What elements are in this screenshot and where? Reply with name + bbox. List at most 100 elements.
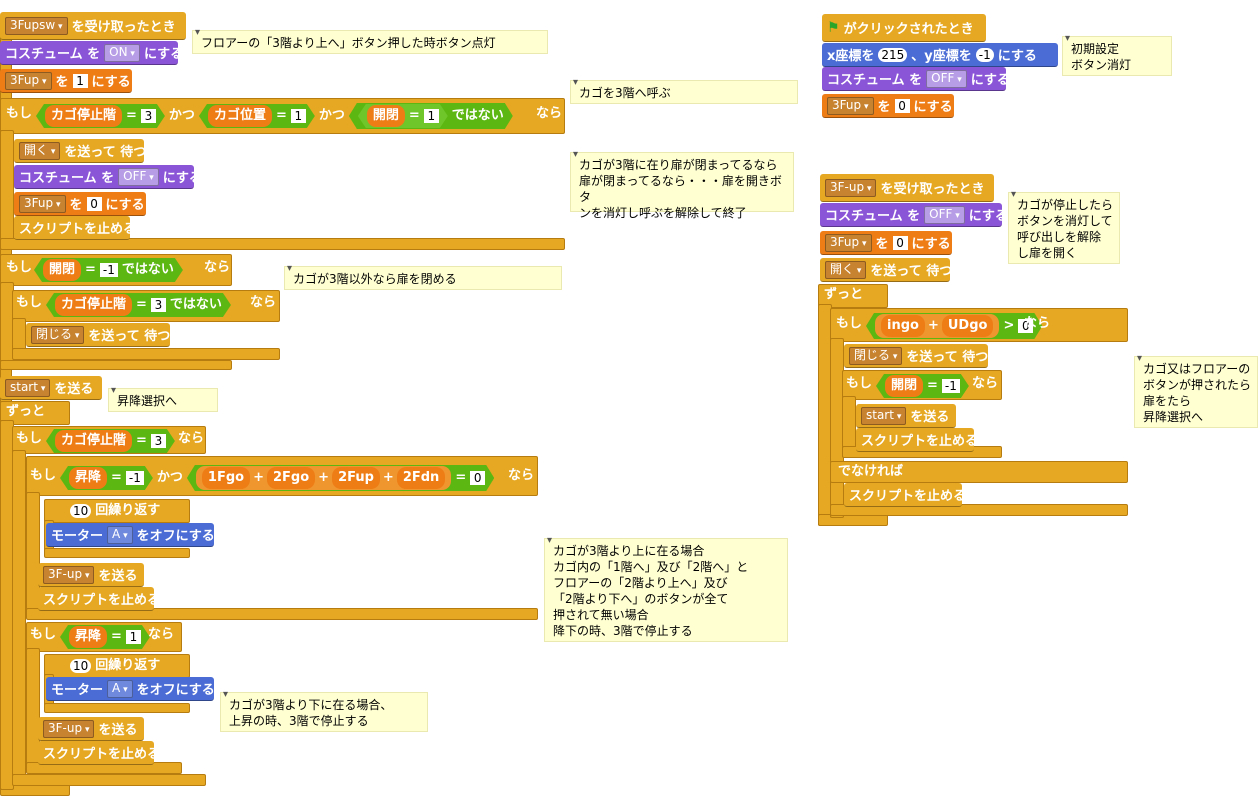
value-input[interactable]: 0 xyxy=(470,471,485,485)
y-input[interactable]: -1 xyxy=(975,47,994,62)
value-input[interactable]: 1 xyxy=(291,109,306,123)
value-input[interactable]: -1 xyxy=(100,263,118,277)
broadcast-wait-block[interactable]: 閉じる を送って 待つ xyxy=(26,323,170,347)
value-input[interactable]: 1 xyxy=(72,73,88,88)
comment-note[interactable]: カゴが3階より上に在る場合 カゴ内の「1階へ」及び「2階へ」と フロアーの「2階… xyxy=(544,533,788,642)
repeat-count[interactable]: 10 xyxy=(70,504,92,518)
when-receive-hat[interactable]: 3F-up を受け取ったとき xyxy=(820,174,994,202)
message-dropdown[interactable]: 3Fupsw xyxy=(5,16,68,35)
reporter-kago-ichi[interactable]: カゴ位置 xyxy=(208,105,272,127)
value-input[interactable]: 0 xyxy=(86,196,102,211)
costume-dropdown[interactable]: OFF xyxy=(926,69,967,88)
repeat-block[interactable]: 10 回繰り返す xyxy=(70,656,160,676)
value-input[interactable]: 3 xyxy=(141,109,156,123)
repeat-count[interactable]: 10 xyxy=(70,659,92,673)
comment-note[interactable]: カゴが停止したら ボタンを消灯して 呼び出しを解除 し扉を開く xyxy=(1008,187,1120,264)
switch-costume-block[interactable]: コスチューム を OFF にする xyxy=(820,203,1008,227)
message-dropdown[interactable]: 閉じる xyxy=(849,346,903,365)
stop-script-block[interactable]: スクリプトを止める xyxy=(856,428,978,452)
stop-script-block[interactable]: スクリプトを止める xyxy=(14,216,136,240)
reporter-kago-teishi[interactable]: カゴ停止階 xyxy=(55,294,132,316)
reporter-2fgo[interactable]: 2Fgo xyxy=(267,467,315,489)
switch-costume-block[interactable]: コスチューム を ON にする xyxy=(0,41,183,65)
value-input[interactable]: 1 xyxy=(424,109,439,123)
value-input[interactable]: -1 xyxy=(126,471,144,485)
comment-note[interactable]: フロアーの「3階より上へ」ボタン押した時ボタン点灯 xyxy=(192,25,548,54)
if-condition[interactable]: ingo+UDgo>0 xyxy=(866,313,1042,339)
message-dropdown[interactable]: 3F-up xyxy=(43,565,95,584)
reporter-2fdn[interactable]: 2Fdn xyxy=(397,467,446,489)
motor-dropdown[interactable]: A xyxy=(107,525,133,544)
motor-off-block[interactable]: モーター A をオフにする xyxy=(46,523,215,547)
broadcast-block[interactable]: start を送る xyxy=(0,376,102,400)
stop-script-block[interactable]: スクリプトを止める xyxy=(844,483,966,507)
comment-note[interactable]: 初期設定 ボタン消灯 xyxy=(1062,31,1172,76)
broadcast-wait-block[interactable]: 開く を送って 待つ xyxy=(820,258,952,282)
if-condition[interactable]: カゴ停止階=3 xyxy=(46,429,175,453)
message-dropdown[interactable]: start xyxy=(5,378,51,397)
value-input[interactable]: 0 xyxy=(1018,319,1033,333)
comment-note[interactable]: カゴを3階へ呼ぶ xyxy=(570,75,798,104)
var-dropdown[interactable]: 3Fup xyxy=(19,194,66,213)
costume-dropdown[interactable]: OFF xyxy=(118,167,159,186)
when-receive-hat[interactable]: 3Fupsw を受け取ったとき xyxy=(0,12,186,40)
flag-clicked-hat[interactable]: ⚑ がクリックされたとき xyxy=(822,14,986,42)
message-dropdown[interactable]: 3F-up xyxy=(825,178,877,197)
message-dropdown[interactable]: 閉じる xyxy=(31,325,85,344)
set-var-block[interactable]: 3Fup を 0 にする xyxy=(822,94,954,118)
value-input[interactable]: 3 xyxy=(151,298,166,312)
reporter-shoko[interactable]: 昇降 xyxy=(69,626,107,648)
reporter-kago-teishi[interactable]: カゴ停止階 xyxy=(45,105,122,127)
comment-note[interactable]: カゴ又はフロアーの ボタンが押されたら 扉をたら 昇降選択へ xyxy=(1134,351,1258,428)
comment-note[interactable]: 昇降選択へ xyxy=(108,383,218,412)
var-dropdown[interactable]: 3Fup xyxy=(5,71,52,90)
switch-costume-block[interactable]: コスチューム を OFF にする xyxy=(14,165,202,189)
reporter-1fgo[interactable]: 1Fgo xyxy=(202,467,250,489)
costume-dropdown[interactable]: OFF xyxy=(924,205,965,224)
motor-off-block[interactable]: モーター A をオフにする xyxy=(46,677,215,701)
reporter-ingo[interactable]: ingo xyxy=(881,315,925,337)
value-input[interactable]: -1 xyxy=(942,379,960,393)
reporter-2fup[interactable]: 2Fup xyxy=(332,467,380,489)
set-var-block[interactable]: 3Fup を 0 にする xyxy=(820,231,952,255)
x-input[interactable]: 215 xyxy=(878,47,908,62)
message-dropdown[interactable]: start xyxy=(861,406,907,425)
var-dropdown[interactable]: 3Fup xyxy=(825,233,872,252)
go-to-xy-block[interactable]: x座標を 215 、y座標を -1 にする xyxy=(822,43,1058,67)
value-input[interactable]: 0 xyxy=(894,98,910,113)
comment-note[interactable]: カゴが3階以外なら扉を閉める xyxy=(284,261,562,290)
comment-note[interactable]: カゴが3階に在り扉が閉まってるなら 扉が閉まってるなら・・・扉を開きボタ ンを消… xyxy=(570,147,794,220)
if-condition[interactable]: 昇降=1 xyxy=(60,625,150,649)
reporter-kaihei[interactable]: 開閉 xyxy=(43,259,81,281)
var-dropdown[interactable]: 3Fup xyxy=(827,96,874,115)
sum-reporter[interactable]: 1Fgo+2Fgo+2Fup+2Fdn xyxy=(196,466,451,490)
broadcast-wait-block[interactable]: 閉じる を送って 待つ xyxy=(844,344,988,368)
value-input[interactable]: 3 xyxy=(151,434,166,448)
reporter-shoko[interactable]: 昇降 xyxy=(69,467,107,489)
broadcast-wait-block[interactable]: 開く を送って 待つ xyxy=(14,139,146,163)
message-dropdown[interactable]: 開く xyxy=(19,141,61,160)
message-dropdown[interactable]: 開く xyxy=(825,260,867,279)
if-condition[interactable]: 昇降=-1 かつ 1Fgo+2Fgo+2Fup+2Fdn=0 xyxy=(60,465,494,491)
comment-note[interactable]: カゴが3階より下に在る場合、 上昇の時、3階で停止する xyxy=(220,687,428,732)
costume-dropdown[interactable]: ON xyxy=(104,43,140,62)
reporter-udgo[interactable]: UDgo xyxy=(942,315,994,337)
value-input[interactable]: 0 xyxy=(892,235,908,250)
sum-reporter[interactable]: ingo+UDgo xyxy=(875,314,999,338)
message-dropdown[interactable]: 3F-up xyxy=(43,719,95,738)
if-condition[interactable]: 開閉=-1 xyxy=(876,374,969,398)
reporter-kago-teishi[interactable]: カゴ停止階 xyxy=(55,430,132,452)
broadcast-block[interactable]: 3F-up を送る xyxy=(38,717,144,741)
value-input[interactable]: 1 xyxy=(126,630,141,644)
motor-dropdown[interactable]: A xyxy=(107,679,133,698)
repeat-block[interactable]: 10 回繰り返す xyxy=(70,501,160,521)
switch-costume-block[interactable]: コスチューム を OFF にする xyxy=(822,67,1010,91)
broadcast-block[interactable]: 3F-up を送る xyxy=(38,563,144,587)
reporter-kaihei[interactable]: 開閉 xyxy=(885,375,923,397)
reporter-kaihei[interactable]: 開閉 xyxy=(367,105,405,127)
set-var-block[interactable]: 3Fup を 1 にする xyxy=(0,69,132,93)
stop-script-block[interactable]: スクリプトを止める xyxy=(38,587,160,611)
